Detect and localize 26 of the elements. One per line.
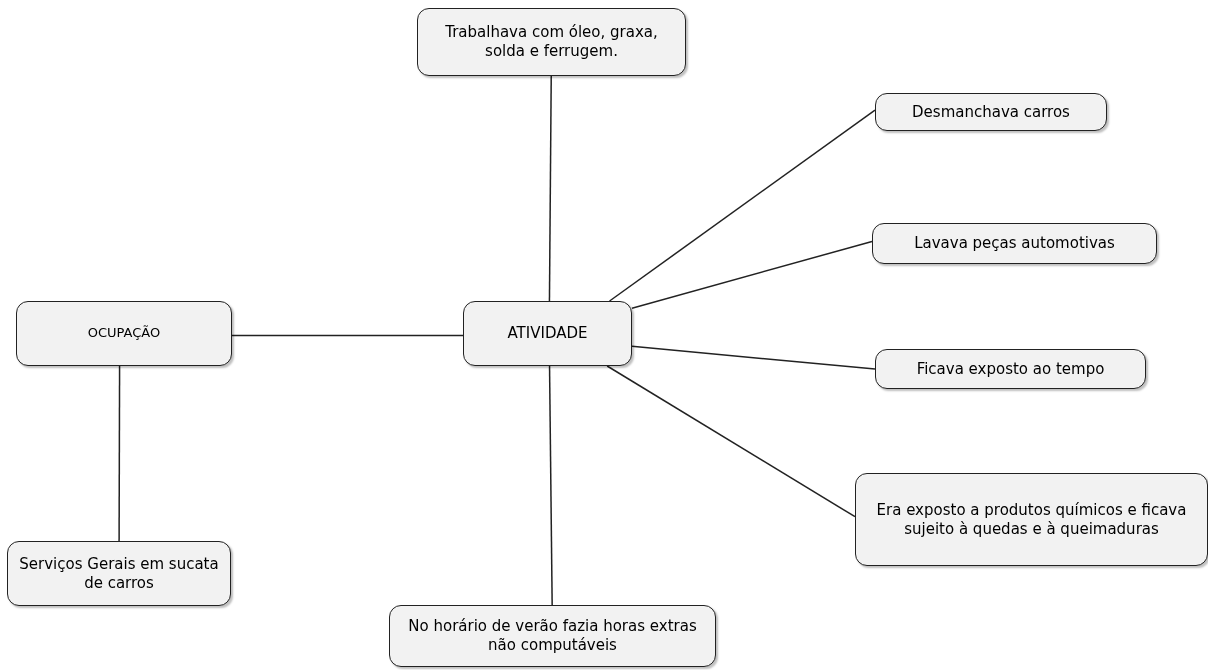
- concept-text: Era exposto a produtos químicos e ficava sujeito à quedas e à queimaduras: [875, 500, 1188, 539]
- concept-text: Serviços Gerais em sucata de carros: [18, 554, 220, 593]
- concept-text: OCUPAÇÃO: [87, 325, 161, 342]
- concept-text: Lavava peças automotivas: [914, 234, 1115, 253]
- concept-text: Desmanchava carros: [912, 102, 1070, 122]
- concept-text: Ficava exposto ao tempo: [916, 359, 1105, 379]
- concept-box: [855, 473, 1208, 566]
- connector-line: [548, 75, 552, 302]
- concept-box: [463, 301, 632, 366]
- connector-line: [231, 334, 464, 337]
- concept-box: [16, 301, 232, 366]
- concept-text: ATIVIDADE: [507, 324, 588, 343]
- concept-box: [872, 223, 1157, 264]
- connector-line: [548, 365, 553, 606]
- connector-line: [631, 345, 876, 370]
- connector-line: [118, 365, 121, 542]
- concept-box: [417, 8, 686, 76]
- concept-box: [875, 349, 1146, 389]
- concept-box: [875, 93, 1107, 131]
- connector-line: [608, 109, 876, 302]
- connector-line: [606, 365, 856, 518]
- concept-text: Trabalhava com óleo, graxa, solda e ferrugem.: [444, 23, 659, 61]
- connector-line: [631, 240, 873, 309]
- concept-text: No horário de verão fazia horas extras não computáveis: [407, 617, 698, 655]
- concept-box: [389, 605, 716, 667]
- concept-box: [7, 541, 231, 606]
